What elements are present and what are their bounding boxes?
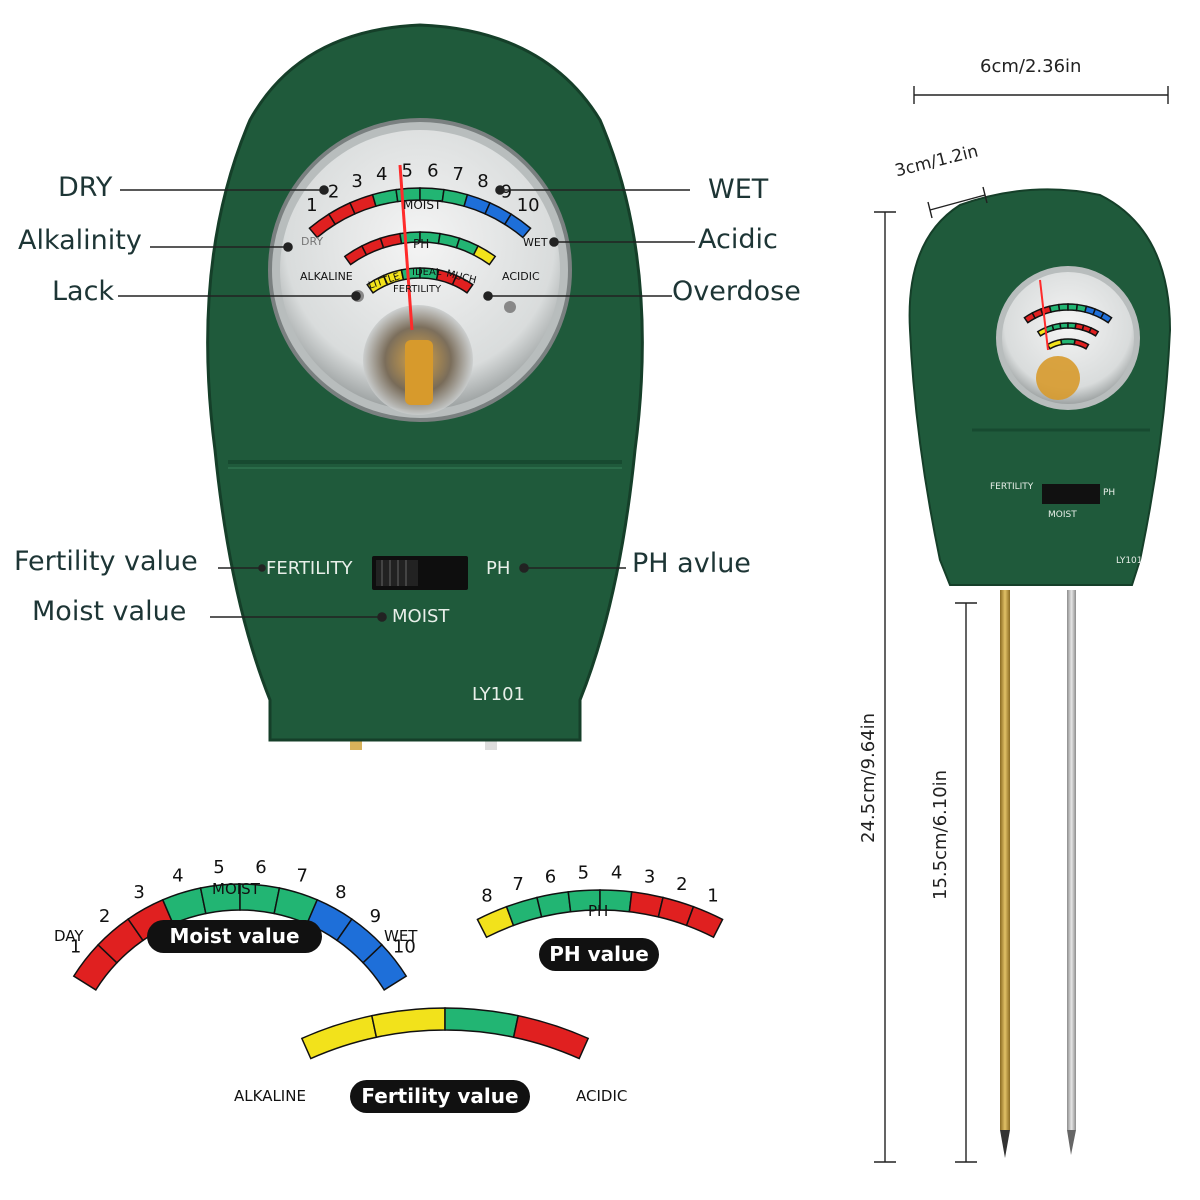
moist-scale-segment [362,943,408,991]
ph-scale-segment [505,896,543,927]
small-probe-gold [1000,590,1010,1130]
dial-moist-arc-tick-label: 8 [477,171,488,192]
ph-scale-tick-label: 7 [512,874,523,895]
moist-scale-tick-label: 8 [335,882,346,903]
dim-total-length: 24.5cm/9.64in [858,712,879,843]
moist-scale-tick-label: 1 [70,937,81,958]
small-model-label: LY101 [1116,556,1143,566]
fertility-scale-right-end: ACIDIC [576,1087,628,1105]
switch-label-moist: MOIST [392,606,450,627]
dim-width: 6cm/2.36in [980,56,1082,77]
ph-scale-tick-label: 6 [545,866,556,887]
callout-dry: DRY [58,172,113,203]
switch-label-ph: PH [486,558,511,579]
small-dial-moist-arc-segment [1057,303,1069,312]
ph-scale-tick-label: 5 [578,862,589,883]
callout-wet: WET [708,174,769,205]
dial-ph-arc-segment [472,244,497,266]
ph-scale-segment [685,905,724,939]
callout-ph-value: PH avlue [632,548,751,579]
ph-scale-tick-label: 1 [707,886,718,907]
callout-lack: Lack [52,276,115,307]
small-device [908,188,1172,1158]
fertility-value-pill: Fertility value [350,1080,530,1113]
moist-scale-tick-label: 2 [99,906,110,927]
moist-value-pill: Moist value [147,920,322,953]
small-dial-ph-arc-segment [1059,322,1069,330]
dial-moist-label: MOIST [403,198,442,212]
small-dial-ph-arc-segment [1088,326,1100,337]
small-dial-moist-arc-segment [1067,303,1079,312]
moist-scale-tick-label: 6 [255,857,266,878]
dial-acidic-label: ACIDIC [502,270,540,283]
moist-scale-tick-label: 5 [213,857,224,878]
dial-ideal-label: IDEAL [412,267,442,278]
dial-fertility-arc-segment [451,274,474,294]
dim-probe-length: 15.5cm/6.10in [930,769,951,900]
moist-scale-left-end: DAY [54,927,84,945]
moist-scale-tick-label: 10 [393,937,416,958]
small-slide-switch [1042,484,1100,504]
callout-moist-value: Moist value [32,596,187,627]
fertility-scale-segment [300,1014,378,1060]
dial-moist-arc-segment [503,213,532,239]
dial-dry-label: DRY [301,235,324,248]
moist-scale-tick-label: 3 [133,882,144,903]
ph-scale-segment [536,891,572,918]
fertility-scale-segment [370,1007,446,1039]
fertility-scale-segment [512,1014,590,1060]
ph-scale-segment [628,891,664,918]
moist-scale-right-end: WET [384,927,418,945]
ph-scale-tick-label: 4 [611,862,622,883]
dial-moist-arc-tick-label: 10 [517,195,540,216]
dial-fertility-label: FERTILITY [393,284,442,295]
dial-moist-arc-tick-label: 1 [306,195,317,216]
dial-moist-arc-tick-label: 7 [453,164,464,185]
model-label: LY101 [472,684,525,705]
moist-scale-tick-label: 9 [370,906,381,927]
small-dial-fertility-arc-segment [1060,338,1076,346]
callout-overdose: Overdose [672,276,801,307]
ph-scale-inner-label: PH [588,902,609,920]
small-dial-moist-arc-segment [1099,311,1113,324]
small-switch-label-fertility: FERTILITY [990,482,1034,492]
fertility-scale-segment [444,1007,520,1039]
switch-label-fertility: FERTILITY [266,558,353,579]
moist-scale-tick-label: 7 [296,866,307,887]
small-switch-label-moist: MOIST [1048,510,1077,520]
moist-scale-inner-label: MOIST [212,880,260,898]
ph-scale-tick-label: 8 [481,886,492,907]
ph-scale-tick-label: 2 [676,874,687,895]
callout-fertility-value: Fertility value [14,546,198,577]
dial-wet-label: WET [523,236,548,249]
ph-scale-tick-label: 3 [644,866,655,887]
callout-alkalinity: Alkalinity [18,225,142,256]
dial-moist-arc-tick-label: 4 [376,164,387,185]
dial-moist-arc-tick-label: 3 [351,171,362,192]
ph-value-pill: PH value [539,938,659,971]
small-dial-moist-arc-segment [1048,303,1061,313]
callout-acidic: Acidic [698,224,778,255]
small-probe-silver [1067,590,1076,1130]
dial-moist-arc-tick-label: 2 [328,182,339,203]
dial-alkaline-label: ALKALINE [300,270,353,283]
dial-needle [398,164,414,331]
small-switch-label-ph: PH [1103,488,1116,498]
dial-moist-arc-tick-label: 6 [427,160,438,181]
dial-moist-arc-tick-label: 9 [501,182,512,203]
fertility-scale-left-end: ALKALINE [234,1087,306,1105]
dial-moist-arc-tick-label: 5 [401,160,412,181]
small-dial-fertility-arc-segment [1073,338,1090,350]
dial-ph-label: PH [413,237,430,251]
moist-scale-tick-label: 4 [172,866,183,887]
